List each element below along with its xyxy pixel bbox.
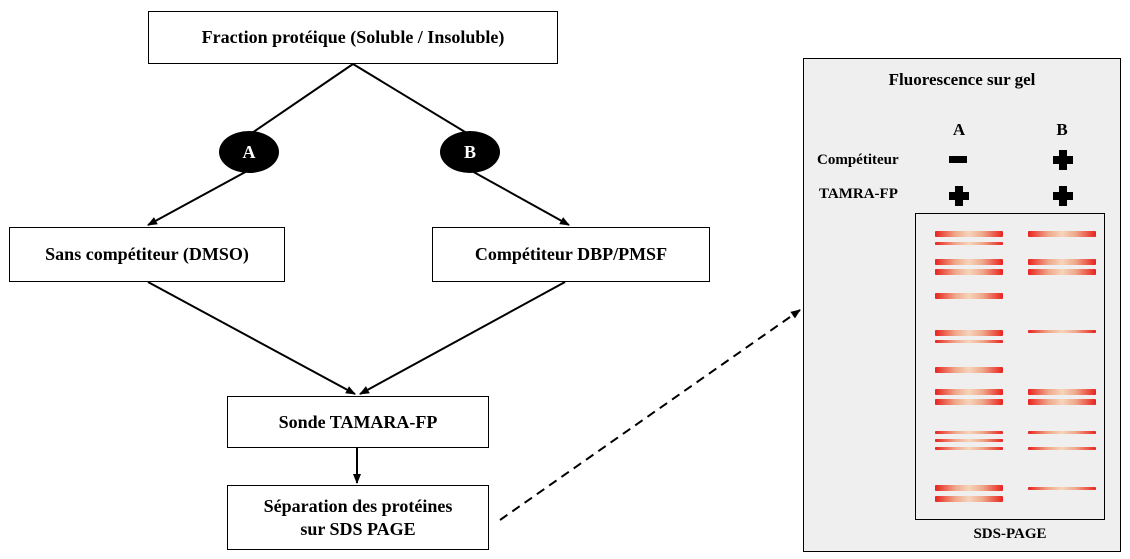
no-competitor-label: Sans compétiteur (DMSO) <box>45 244 249 265</box>
gel-band <box>1028 431 1096 434</box>
probe-a-plus-icon <box>949 186 969 206</box>
gel-band <box>935 293 1003 299</box>
separation-box: Séparation des protéines sur SDS PAGE <box>227 485 489 550</box>
competitor-a-minus-icon <box>949 156 967 163</box>
gel-band <box>935 496 1003 502</box>
gel-band <box>935 269 1003 275</box>
separation-label-line1: Séparation des protéines <box>263 496 453 516</box>
no-competitor-box: Sans compétiteur (DMSO) <box>9 227 285 282</box>
column-b-header: B <box>1056 120 1068 139</box>
gel-band <box>935 259 1003 265</box>
gel-band <box>1028 259 1096 265</box>
gel-band <box>1028 399 1096 405</box>
protein-fraction-box: Fraction protéique (Soluble / Insoluble) <box>148 11 558 64</box>
separation-label-line2: sur SDS PAGE <box>300 518 416 539</box>
gel-band <box>935 431 1003 434</box>
panel-title: Fluorescence sur gel <box>888 70 1036 89</box>
gel-band <box>1028 269 1096 275</box>
gel-band <box>935 399 1003 405</box>
competitor-b-plus-icon <box>1053 150 1073 170</box>
sds-page-gel <box>915 213 1105 520</box>
gel-band <box>935 485 1003 491</box>
branch-a-marker: A <box>219 131 279 173</box>
branch-a-label: A <box>242 141 256 162</box>
protein-fraction-label: Fraction protéique (Soluble / Insoluble) <box>201 27 505 48</box>
connector-top-to-a <box>248 63 354 136</box>
dashed-arrow-to-panel <box>499 309 801 521</box>
competitor-label: Compétiteur DBP/PMSF <box>474 244 668 265</box>
gel-band <box>935 367 1003 373</box>
gel-band <box>935 340 1003 343</box>
gel-band <box>935 389 1003 395</box>
gel-band <box>935 231 1003 237</box>
gel-band <box>1028 231 1096 237</box>
competitor-row-label: Compétiteur <box>817 152 899 168</box>
gel-band <box>935 447 1003 450</box>
arrow-b-to-right <box>469 169 570 226</box>
branch-b-marker: B <box>440 131 500 173</box>
column-a-header: A <box>952 120 966 139</box>
gel-band <box>935 330 1003 336</box>
arrow-left-to-probe <box>147 281 356 395</box>
gel-band <box>935 439 1003 442</box>
arrow-a-to-left <box>147 169 250 226</box>
gel-band <box>1028 330 1096 333</box>
gel-band <box>1028 447 1096 450</box>
probe-b-plus-icon <box>1053 186 1073 206</box>
probe-label: Sonde TAMARA-FP <box>278 411 438 432</box>
competitor-box: Compétiteur DBP/PMSF <box>432 227 710 282</box>
branch-b-label: B <box>463 141 476 162</box>
probe-box: Sonde TAMARA-FP <box>227 396 489 448</box>
gel-band <box>1028 389 1096 395</box>
gel-band <box>935 242 1003 245</box>
arrow-right-to-probe <box>359 281 566 395</box>
probe-row-label: TAMRA-FP <box>819 186 898 202</box>
connector-top-to-b <box>352 63 471 136</box>
gel-label: SDS-PAGE <box>973 526 1047 542</box>
gel-band <box>1028 487 1096 490</box>
